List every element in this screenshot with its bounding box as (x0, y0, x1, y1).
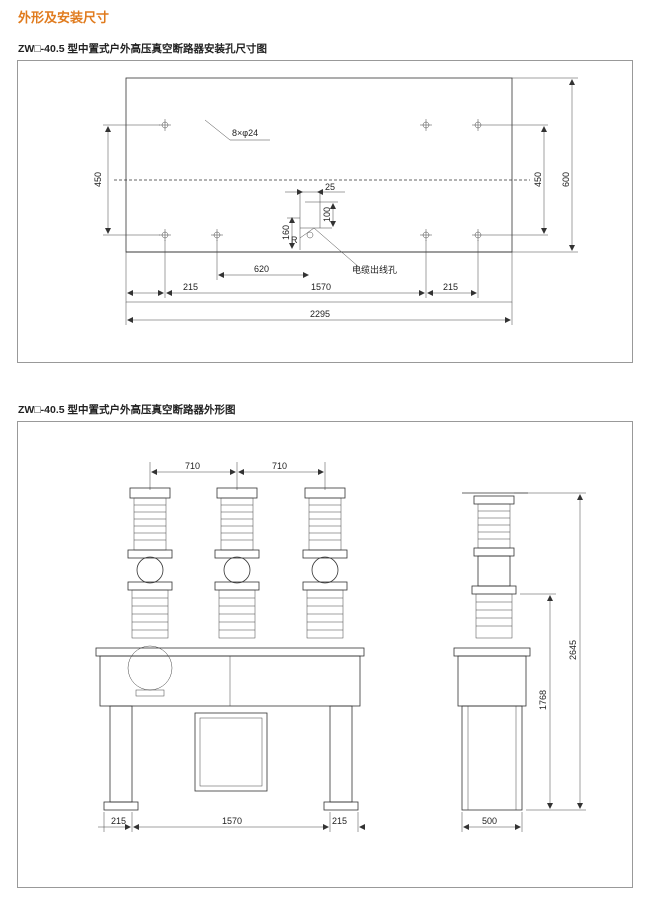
dim-600: 600 (561, 172, 571, 187)
pole-right (302, 487, 348, 639)
dim-710-b: 710 (272, 461, 287, 471)
mounting-holes (159, 119, 484, 241)
dim-450-left: 450 (93, 172, 103, 187)
side-view (453, 492, 531, 811)
dim-215-right: 215 (443, 282, 458, 292)
diagram1-frame (17, 60, 633, 363)
dim-215-front-right: 215 (332, 816, 347, 826)
holes-label: 8×φ24 (232, 128, 258, 138)
page-title: 外形及安装尺寸 (18, 10, 110, 25)
pole-middle (214, 487, 260, 639)
dim-2295: 2295 (310, 309, 330, 319)
dim-25: 25 (325, 182, 335, 192)
dim-2645: 2645 (568, 640, 578, 660)
dim-R: R (291, 235, 298, 245)
dim-1570: 1570 (311, 282, 331, 292)
dim-620: 620 (254, 264, 269, 274)
dim-500: 500 (482, 816, 497, 826)
dim-215-front-left: 215 (111, 816, 126, 826)
dim-160: 160 (281, 225, 291, 240)
cable-outlet-detail (285, 189, 361, 269)
dim-100: 100 (322, 207, 332, 222)
dim-1570-front: 1570 (222, 816, 242, 826)
support-legs (103, 705, 359, 811)
mechanism-cabinet (95, 645, 365, 792)
dim-215-left: 215 (183, 282, 198, 292)
diagram2-caption: ZW□-40.5 型中置式户外高压真空断路器外形图 (18, 404, 236, 416)
mounting-plate (114, 77, 530, 303)
cable-outlet-label: 电缆出线孔 (352, 264, 397, 275)
diagram1-caption: ZW□-40.5 型中置式户外高压真空断路器安装孔尺寸图 (18, 43, 268, 55)
dim-450-right: 450 (533, 172, 543, 187)
dim-1768: 1768 (538, 690, 548, 710)
dim-710-a: 710 (185, 461, 200, 471)
pole-left (127, 487, 173, 639)
